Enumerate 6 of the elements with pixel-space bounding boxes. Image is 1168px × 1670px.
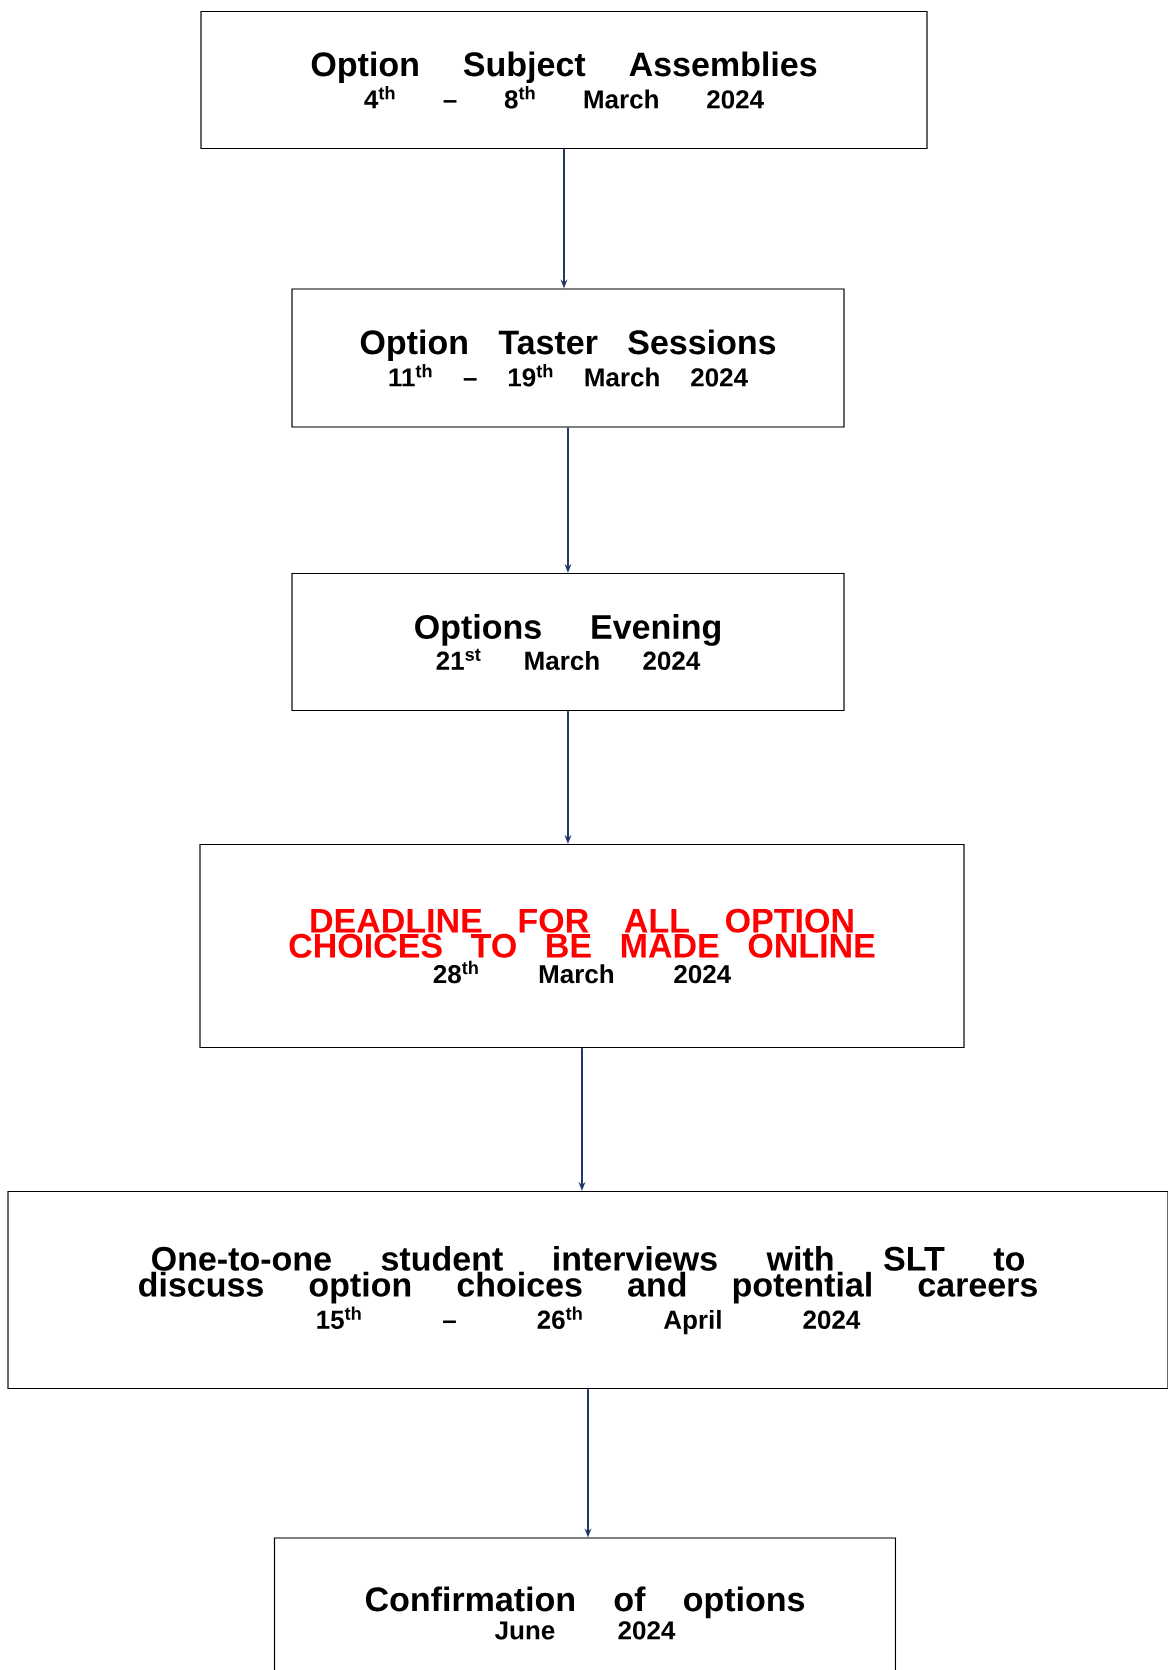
process-box: Option Taster Sessions 11$^{th}$ – 19$^{th}$ March 2024	[291, 288, 845, 428]
process-box: DEADLINE FOR ALL OPTION CHOICES TO BE MADE ONLINE 28$^{th}$ March 2024	[199, 843, 965, 1049]
process-box: Confirmation of options June 2024	[273, 1537, 897, 1670]
process-box: One-to-one student interviews with SLT to discuss option choices and potential careers 15$^{th}$ – 26$^{th}$ April 2024	[7, 1190, 1168, 1390]
process-box: Options Evening 21$^{st}$ March 2024	[291, 572, 845, 712]
process-box: Option Subject Assemblies 4$^{th}$ – 8$^{th}$ March 2024	[200, 10, 928, 150]
